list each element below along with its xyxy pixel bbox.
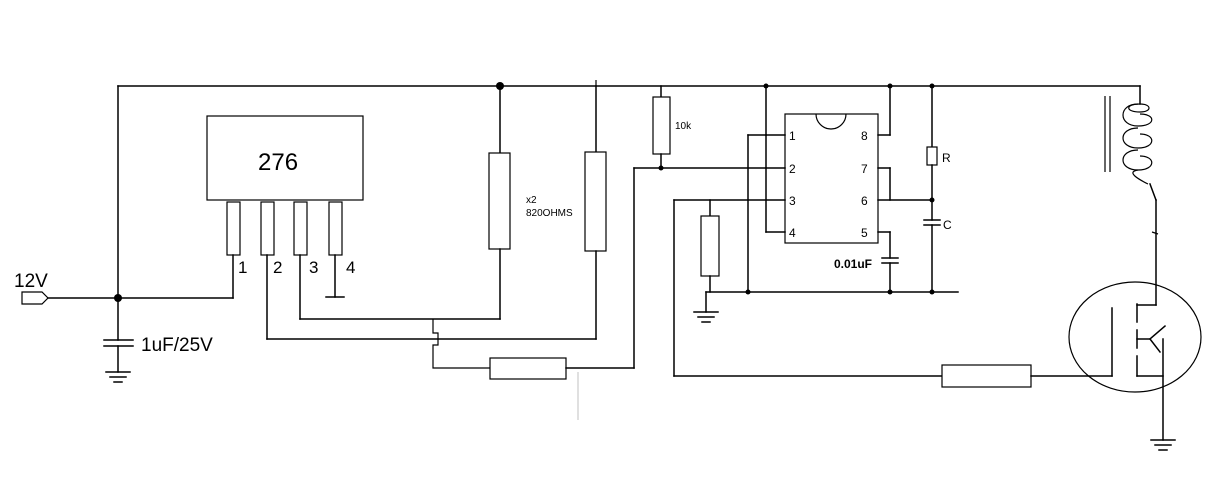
resistor-820-b xyxy=(584,151,607,252)
transformer xyxy=(1104,85,1159,306)
regulator-pin-label-3: 3 xyxy=(309,258,318,277)
resistor-820-a xyxy=(488,152,511,250)
timer-pin-label-5: 5 xyxy=(861,226,868,240)
timer-pin-label-3: 3 xyxy=(789,194,796,208)
ground-symbol xyxy=(1150,439,1176,451)
timer-pin-label-7: 7 xyxy=(861,162,868,176)
timer-pin-label-2: 2 xyxy=(789,162,796,176)
supply-label: 12V xyxy=(14,271,48,292)
timer-pin-label-4: 4 xyxy=(789,226,796,240)
ground-symbol xyxy=(693,311,719,323)
resistor-r xyxy=(926,146,938,166)
resistor-gate xyxy=(941,364,1032,388)
resistor-pulldown xyxy=(700,215,720,277)
resistor-pair-count-label: x2 xyxy=(526,195,537,206)
junction-dot xyxy=(658,165,664,171)
regulator-body xyxy=(206,115,364,201)
timer-ic-body xyxy=(784,113,879,244)
capacitor-1uf-label: 1uF/25V xyxy=(141,335,213,356)
pullup-label: 10k xyxy=(675,121,692,132)
capacitor-c xyxy=(923,219,941,293)
r-label: R xyxy=(942,151,951,165)
regulator-label: 276 xyxy=(258,149,298,176)
c-label: C xyxy=(943,218,952,232)
junction-dot xyxy=(114,294,122,302)
capacitor-0-01uf xyxy=(881,257,899,293)
resistor-10k xyxy=(652,96,671,155)
regulator-pin-label-4: 4 xyxy=(346,258,355,277)
junction-dot xyxy=(745,289,751,295)
ground-symbol xyxy=(105,371,131,383)
timer-pin-label-1: 1 xyxy=(789,129,796,143)
regulator-pin-3 xyxy=(293,201,308,256)
regulator-pin-label-2: 2 xyxy=(273,258,282,277)
capacitor-1uf xyxy=(103,339,134,373)
timer-pin-label-8: 8 xyxy=(861,129,868,143)
mosfet xyxy=(1068,281,1202,441)
capacitor-0-01uf-label: 0.01uF xyxy=(834,257,872,271)
resistor-gate-feed xyxy=(489,357,567,380)
wire-crossover xyxy=(432,319,490,369)
regulator-pin-1 xyxy=(226,201,241,256)
input-terminal xyxy=(21,291,49,305)
regulator-pin-2 xyxy=(260,201,275,256)
junction-dot xyxy=(763,83,769,89)
regulator-pin-4 xyxy=(328,201,343,256)
timer-pin-label-6: 6 xyxy=(861,194,868,208)
resistor-pair-value-label: 820OHMS xyxy=(526,208,573,219)
timer-ic-notch xyxy=(815,113,847,130)
regulator-pin-label-1: 1 xyxy=(238,258,247,277)
